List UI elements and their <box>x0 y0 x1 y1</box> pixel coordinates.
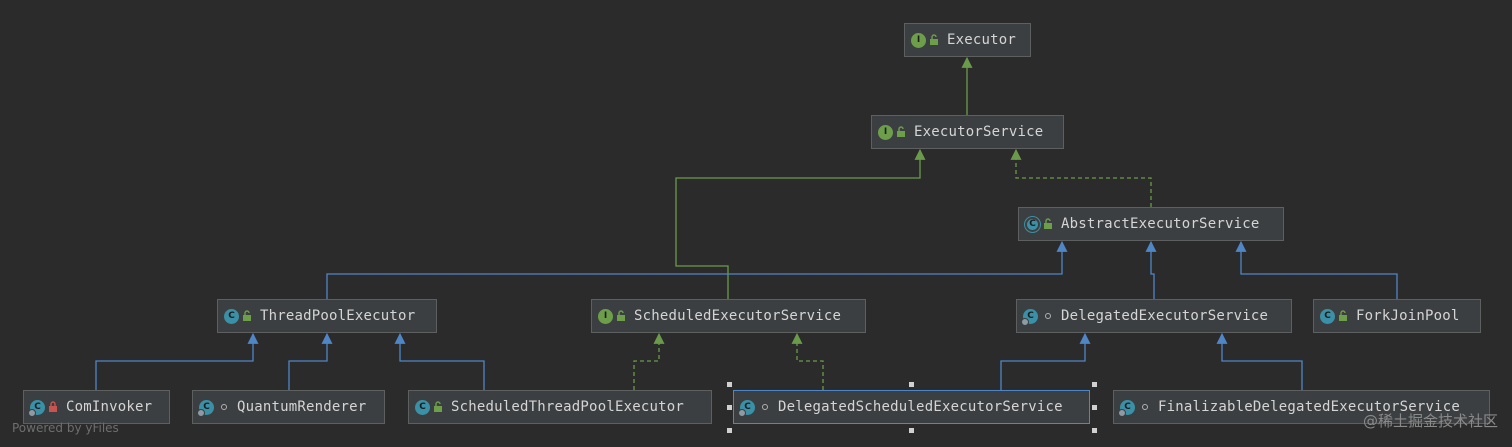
resize-handle-bottom-right[interactable] <box>1092 428 1097 433</box>
edge-finalizable-delegatedexecutorservice <box>1216 332 1303 390</box>
node-label: ScheduledExecutorService <box>634 308 842 324</box>
node-abstract-executor-service[interactable]: C AbstractExecutorService <box>1018 207 1284 241</box>
node-delegated-executor-service[interactable]: C DelegatedExecutorService <box>1016 299 1292 333</box>
resize-handle-middle-left[interactable] <box>727 405 732 410</box>
public-unlock-icon <box>897 126 905 137</box>
resize-handle-bottom-left[interactable] <box>727 428 732 433</box>
public-unlock-icon <box>434 401 442 412</box>
node-label: Executor <box>947 32 1017 48</box>
edge-delegatedexecutorservice-abstractexecutorservice <box>1145 240 1157 299</box>
public-unlock-icon <box>930 34 938 45</box>
package-private-icon <box>1142 404 1148 410</box>
node-executor-service[interactable]: I ExecutorService <box>871 115 1064 149</box>
inner-class-icon: C <box>1021 308 1038 326</box>
node-label: FinalizableDelegatedExecutorService <box>1158 399 1461 415</box>
resize-handle-top-left[interactable] <box>727 382 732 387</box>
node-label: ForkJoinPool <box>1356 308 1460 324</box>
node-label: DelegatedExecutorService <box>1061 308 1269 324</box>
node-label: ThreadPoolExecutor <box>260 308 416 324</box>
node-label: QuantumRenderer <box>237 399 367 415</box>
edge-threadpoolexecutor-abstractexecutorservice <box>326 240 1068 299</box>
class-icon: C <box>224 308 239 324</box>
node-delegated-scheduled-executor-service[interactable]: C DelegatedScheduledExecutorService <box>733 390 1090 424</box>
node-label: ComInvoker <box>66 399 153 415</box>
edge-scheduledexecutorservice-executorservice <box>675 148 926 299</box>
node-thread-pool-executor[interactable]: C ThreadPoolExecutor <box>217 299 437 333</box>
public-unlock-icon <box>243 310 251 321</box>
interface-icon: I <box>878 124 893 140</box>
node-executor[interactable]: I Executor <box>904 23 1031 57</box>
inner-class-icon: C <box>738 399 755 417</box>
package-private-icon <box>762 404 768 410</box>
node-label: ExecutorService <box>914 124 1044 140</box>
edge-delegatedscheduled-scheduledexecutorservice <box>791 332 824 390</box>
resize-handle-top-right[interactable] <box>1092 382 1097 387</box>
class-icon: C <box>1320 308 1335 324</box>
public-unlock-icon <box>1339 310 1347 321</box>
resize-handle-middle-right[interactable] <box>1092 405 1097 410</box>
node-label: AbstractExecutorService <box>1061 216 1260 232</box>
interface-icon: I <box>911 32 926 48</box>
node-fork-join-pool[interactable]: C ForkJoinPool <box>1313 299 1481 333</box>
edge-scheduledthreadpoolexecutor-threadpoolexecutor <box>394 332 485 390</box>
class-icon: C <box>415 399 430 415</box>
package-private-icon <box>1045 313 1051 319</box>
inner-class-icon: C <box>197 399 214 417</box>
node-scheduled-executor-service[interactable]: I ScheduledExecutorService <box>591 299 866 333</box>
inner-class-icon: C <box>28 399 45 417</box>
edge-quantumrenderer-threadpoolexecutor <box>288 332 333 390</box>
resize-handle-top-center[interactable] <box>909 382 914 387</box>
powered-by-label: Powered by yFiles <box>12 421 119 435</box>
node-com-invoker[interactable]: C ComInvoker <box>23 390 170 424</box>
edge-scheduledthreadpoolexecutor-scheduledexecutorservice <box>633 332 665 390</box>
node-scheduled-thread-pool-executor[interactable]: C ScheduledThreadPoolExecutor <box>408 390 712 424</box>
node-finalizable-delegated-executor-service[interactable]: C FinalizableDelegatedExecutorService <box>1113 390 1490 424</box>
watermark: @稀土掘金技术社区 <box>1362 412 1498 430</box>
node-quantum-renderer[interactable]: C QuantumRenderer <box>192 390 385 424</box>
public-unlock-icon <box>1044 218 1052 229</box>
private-lock-icon <box>49 401 57 412</box>
edge-delegatedscheduled-delegatedexecutorservice <box>1000 332 1091 390</box>
abstract-class-icon: C <box>1025 216 1040 232</box>
node-label: DelegatedScheduledExecutorService <box>778 399 1063 415</box>
node-label: ScheduledThreadPoolExecutor <box>451 399 684 415</box>
edge-forkjoinpool-abstractexecutorservice <box>1235 240 1398 299</box>
edge-abstractexecutorservice-executorservice <box>1010 148 1152 207</box>
interface-icon: I <box>598 308 613 324</box>
public-unlock-icon <box>617 310 625 321</box>
inner-class-icon: C <box>1118 399 1135 417</box>
package-private-icon <box>221 404 227 410</box>
resize-handle-bottom-center[interactable] <box>909 428 914 433</box>
edge-cominvoker-threadpoolexecutor <box>95 332 259 390</box>
